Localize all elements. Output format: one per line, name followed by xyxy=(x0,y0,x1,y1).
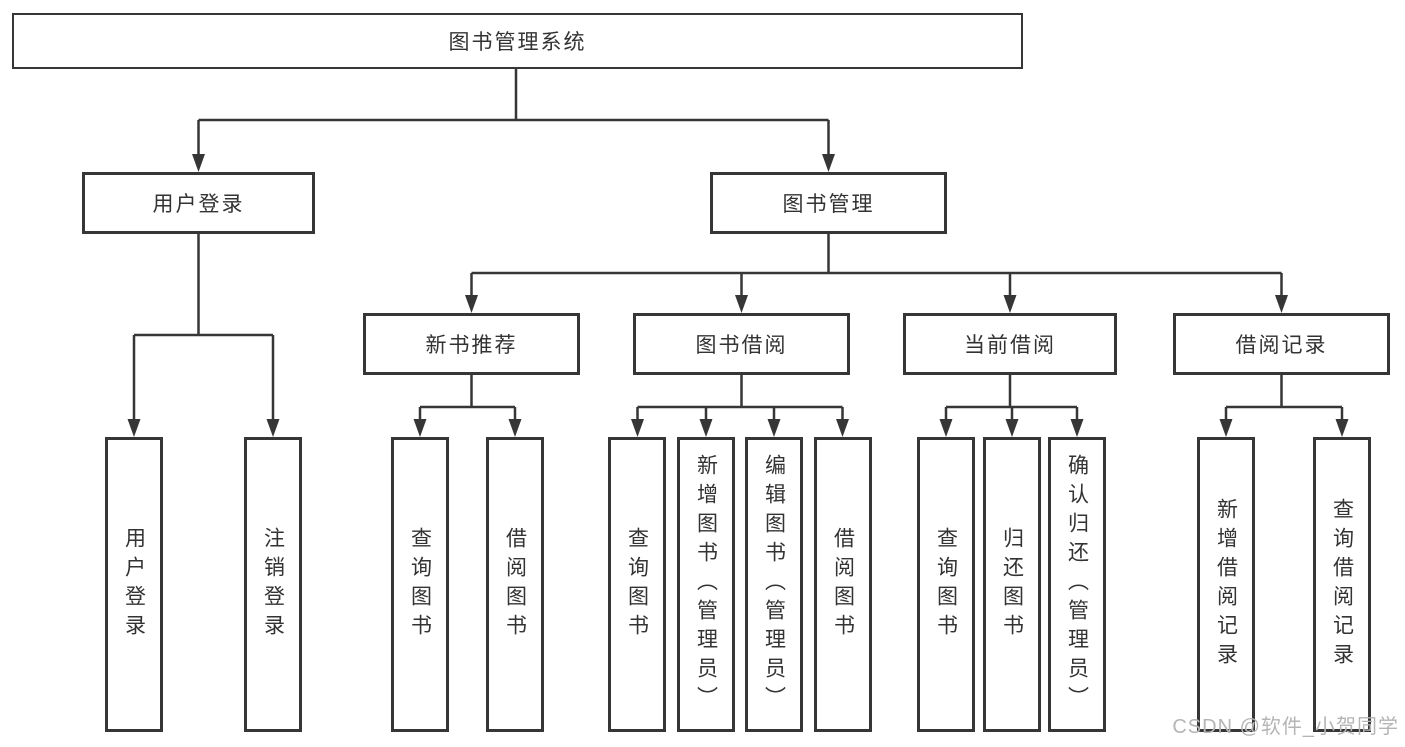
node-records-query-borrow-record: 查询借阅记录 xyxy=(1313,437,1371,732)
arrowhead xyxy=(508,419,522,437)
arrowhead xyxy=(939,419,953,437)
csdn-watermark: CSDN @软件_小贺同学 xyxy=(1172,716,1399,738)
node-user-login-action: 用户登录 xyxy=(105,437,163,732)
node-borrowing-edit-books-admin: 编辑图书（管理员） xyxy=(745,437,803,732)
node-records-add-borrow-record: 新增借阅记录 xyxy=(1197,437,1255,732)
arrowhead xyxy=(822,154,835,172)
node-borrowing-records: 借阅记录 xyxy=(1173,313,1390,375)
connector-book-borrowing-children xyxy=(636,375,844,421)
node-book-borrowing: 图书借阅 xyxy=(633,313,850,375)
node-current-confirm-return-admin: 确认归还（管理员） xyxy=(1048,437,1106,732)
arrowhead xyxy=(767,419,781,437)
arrowhead xyxy=(413,419,427,437)
arrowhead xyxy=(127,419,141,437)
arrowhead xyxy=(1275,295,1288,313)
arrowhead xyxy=(465,295,478,313)
node-borrowing-query-books: 查询图书 xyxy=(608,437,666,732)
arrowhead xyxy=(192,154,205,172)
arrowhead xyxy=(1005,419,1019,437)
node-borrowing-add-books-admin: 新增图书（管理员） xyxy=(677,437,735,732)
connector-user-login-children xyxy=(132,234,275,421)
node-current-borrowing: 当前借阅 xyxy=(903,313,1117,375)
connector-book-management-children xyxy=(470,234,1283,297)
connector-root-to-level2 xyxy=(197,68,830,156)
node-new-book-recommend: 新书推荐 xyxy=(363,313,580,375)
node-user-login: 用户登录 xyxy=(82,172,315,234)
arrowhead xyxy=(1219,419,1233,437)
node-book-management: 图书管理 xyxy=(710,172,947,234)
node-recommend-query-books: 查询图书 xyxy=(391,437,449,732)
arrowhead xyxy=(1003,295,1017,313)
node-recommend-borrow-books: 借阅图书 xyxy=(486,437,544,732)
connector-new-book-children xyxy=(418,375,517,421)
connector-current-borrowing-children xyxy=(944,375,1079,421)
node-logout-action: 注销登录 xyxy=(244,437,302,732)
node-current-query-books: 查询图书 xyxy=(917,437,975,732)
arrowhead xyxy=(735,295,748,313)
arrowhead xyxy=(1070,419,1084,437)
arrowhead xyxy=(631,419,644,437)
node-library-management-system: 图书管理系统 xyxy=(12,13,1023,69)
arrowhead xyxy=(699,419,713,437)
arrowhead xyxy=(266,419,280,437)
node-borrowing-borrow-books: 借阅图书 xyxy=(814,437,872,732)
connector-borrowing-records-children xyxy=(1224,375,1344,421)
arrowhead xyxy=(1335,419,1349,437)
node-current-return-books: 归还图书 xyxy=(983,437,1041,732)
arrowhead xyxy=(836,419,849,437)
